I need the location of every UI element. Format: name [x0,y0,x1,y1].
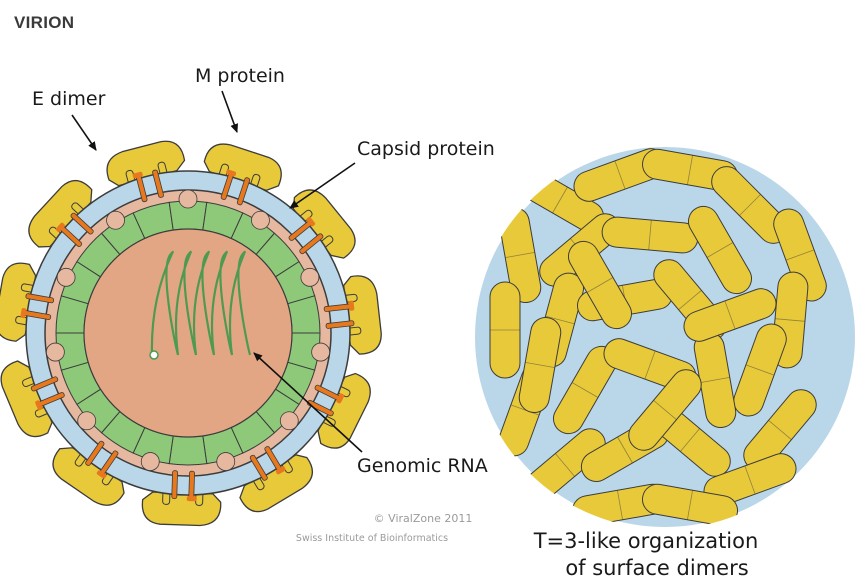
capsid-bump [57,268,75,286]
e-dimer-label: E dimer [32,88,106,110]
capsid-protein-label: Capsid protein [357,138,495,160]
e-dimer-cap [142,492,221,526]
capsid-bump [280,412,298,430]
capsid-bump [141,453,159,471]
m-protein-head [187,496,197,501]
genomic-rna-label: Genomic RNA [357,455,488,477]
capsid-segment [169,436,207,465]
capsid-bump [251,211,269,229]
surface-dimer-shell [475,144,855,528]
copyright-text: © ViralZone 2011 [374,512,473,525]
m-protein-label: M protein [195,65,285,87]
m-protein-bar [172,471,178,499]
capsid-bump [301,268,319,286]
capsid-bump [217,453,235,471]
capsid-bump [312,343,330,361]
e-dimer-arrow [72,115,96,150]
m-protein-bar [189,471,195,499]
capsid-bump [78,412,96,430]
institute-text: Swiss Institute of Bioinformatics [296,533,448,544]
capsid-bump [107,211,125,229]
capsid-bump [179,190,197,208]
organization-label-line2: of surface dimers [565,556,748,580]
capsid-bump [46,343,64,361]
m-protein-arrow [222,91,237,132]
virion-cross-section [0,137,383,526]
organization-label-line1: T=3-like organization [533,529,759,553]
